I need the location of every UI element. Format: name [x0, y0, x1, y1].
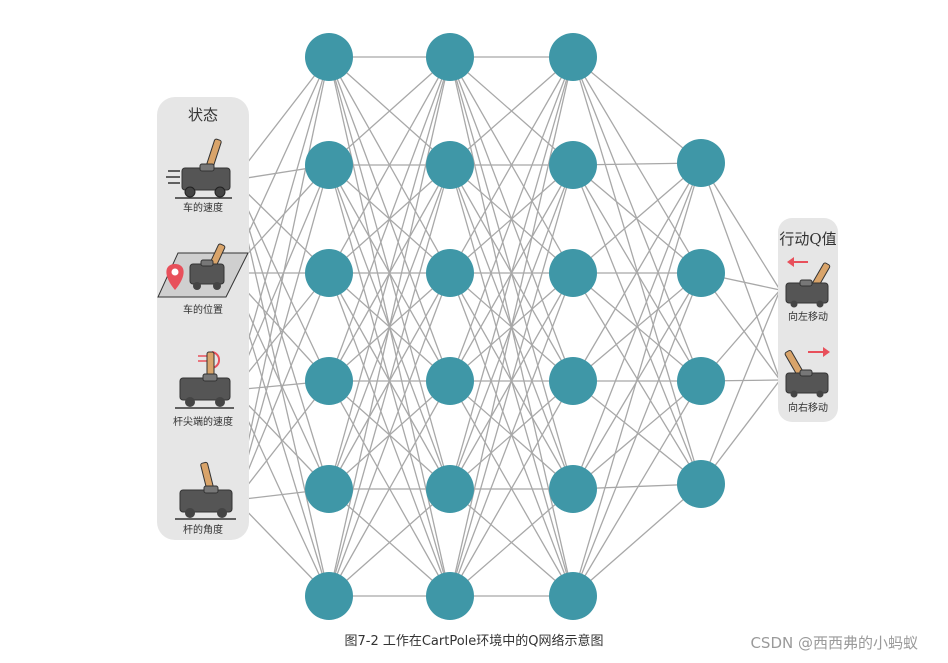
edge-hidden2-hidden3	[449, 56, 574, 382]
edge-hidden1-hidden2	[328, 56, 451, 490]
input-label-pole-tip-speed: 杆尖端的速度	[173, 415, 233, 428]
edge-hidden-output	[700, 162, 781, 291]
edge-hidden3-hidden4	[572, 56, 702, 485]
neuron-layer3-node5	[549, 465, 597, 513]
neuron-layer2-node6	[426, 572, 474, 620]
input-label-cart-position: 车的位置	[183, 303, 223, 316]
network-edges	[229, 56, 781, 597]
edge-input-hidden1	[235, 164, 330, 501]
neuron-layer4-node4	[677, 460, 725, 508]
output-label-move-right: 向右移动	[788, 401, 828, 414]
edge-hidden2-hidden3	[449, 56, 574, 274]
neuron-layer3-node2	[549, 141, 597, 189]
input-label-cart-speed: 车的速度	[183, 201, 223, 214]
neuron-layer1-node4	[305, 357, 353, 405]
edge-input-hidden1	[233, 389, 330, 597]
edge-hidden3-hidden4	[572, 164, 702, 274]
neuron-layer4-node1	[677, 139, 725, 187]
input-panel-title: 状态	[188, 106, 218, 124]
edge-hidden3-hidden4	[572, 56, 702, 164]
edge-hidden3-hidden4	[572, 380, 702, 485]
neuron-layer1-node2	[305, 141, 353, 189]
edge-hidden3-hidden4	[572, 162, 702, 597]
edge-hidden3-hidden4	[572, 483, 702, 597]
figure-caption: 图7-2 工作在CartPole环境中的Q网络示意图	[344, 634, 604, 649]
edge-input-hidden1	[235, 380, 330, 501]
edge-input-hidden1	[233, 272, 330, 391]
edge-hidden2-hidden3	[449, 56, 574, 490]
edge-hidden2-hidden3	[449, 272, 574, 597]
neuron-layer2-node1	[426, 33, 474, 81]
edge-hidden1-hidden2	[328, 488, 451, 597]
edge-hidden1-hidden2	[328, 56, 451, 166]
edge-hidden3-hidden4	[572, 272, 702, 597]
edge-hidden1-hidden2	[328, 56, 451, 382]
pole-tip-speed-icon	[175, 351, 234, 409]
edge-hidden3-hidden4	[572, 162, 702, 382]
edge-hidden1-hidden2	[328, 56, 451, 274]
neuron-layer2-node2	[426, 141, 474, 189]
output-panel-title: 行动Q值	[779, 230, 836, 248]
edge-input-hidden1	[235, 56, 330, 501]
edge-hidden2-hidden3	[449, 56, 574, 166]
edge-input-hidden1	[233, 56, 330, 181]
pole-angle-icon	[175, 461, 236, 520]
edge-hidden2-hidden3	[449, 488, 574, 597]
edge-hidden1-hidden2	[328, 272, 451, 597]
neuron-layer3-node1	[549, 33, 597, 81]
neuron-layer1-node1	[305, 33, 353, 81]
neuron-layer1-node6	[305, 572, 353, 620]
network-nodes	[305, 33, 725, 620]
edge-hidden1-hidden2	[328, 380, 451, 597]
neuron-layer4-node2	[677, 249, 725, 297]
edge-hidden2-hidden3	[449, 380, 574, 597]
cart-speed-icon	[166, 138, 232, 199]
edge-hidden-output	[700, 289, 781, 485]
input-panel-bg	[157, 97, 249, 540]
watermark: CSDN @西西弗的小蚂蚁	[750, 634, 918, 652]
output-q-panel: 行动Q值 向左移动 向右移动	[778, 218, 838, 422]
neuron-layer3-node4	[549, 357, 597, 405]
neuron-layer3-node6	[549, 572, 597, 620]
move-right-icon	[784, 347, 830, 398]
edge-input-hidden1	[235, 272, 330, 501]
neuron-layer2-node5	[426, 465, 474, 513]
edge-hidden-output	[700, 162, 781, 381]
cart-position-icon	[157, 243, 249, 298]
input-state-panel: 状态 车的速度 车的位置	[157, 97, 249, 540]
input-label-pole-angle: 杆的角度	[183, 523, 223, 536]
edge-hidden2-hidden3	[449, 56, 574, 597]
neuron-layer4-node3	[677, 357, 725, 405]
neuron-layer2-node4	[426, 357, 474, 405]
edge-input-hidden1	[233, 56, 330, 391]
neuron-layer3-node3	[549, 249, 597, 297]
neuron-layer1-node3	[305, 249, 353, 297]
neuron-layer2-node3	[426, 249, 474, 297]
edge-hidden3-hidden4	[572, 162, 702, 490]
output-label-move-left: 向左移动	[788, 310, 828, 323]
neuron-layer1-node5	[305, 465, 353, 513]
edge-hidden3-hidden4	[572, 380, 702, 597]
move-left-icon	[785, 257, 831, 308]
edge-hidden3-hidden4	[572, 162, 702, 274]
edge-hidden1-hidden2	[328, 164, 451, 597]
edge-input-hidden1	[233, 164, 330, 391]
edge-hidden1-hidden2	[328, 56, 451, 597]
edge-hidden2-hidden3	[449, 164, 574, 597]
